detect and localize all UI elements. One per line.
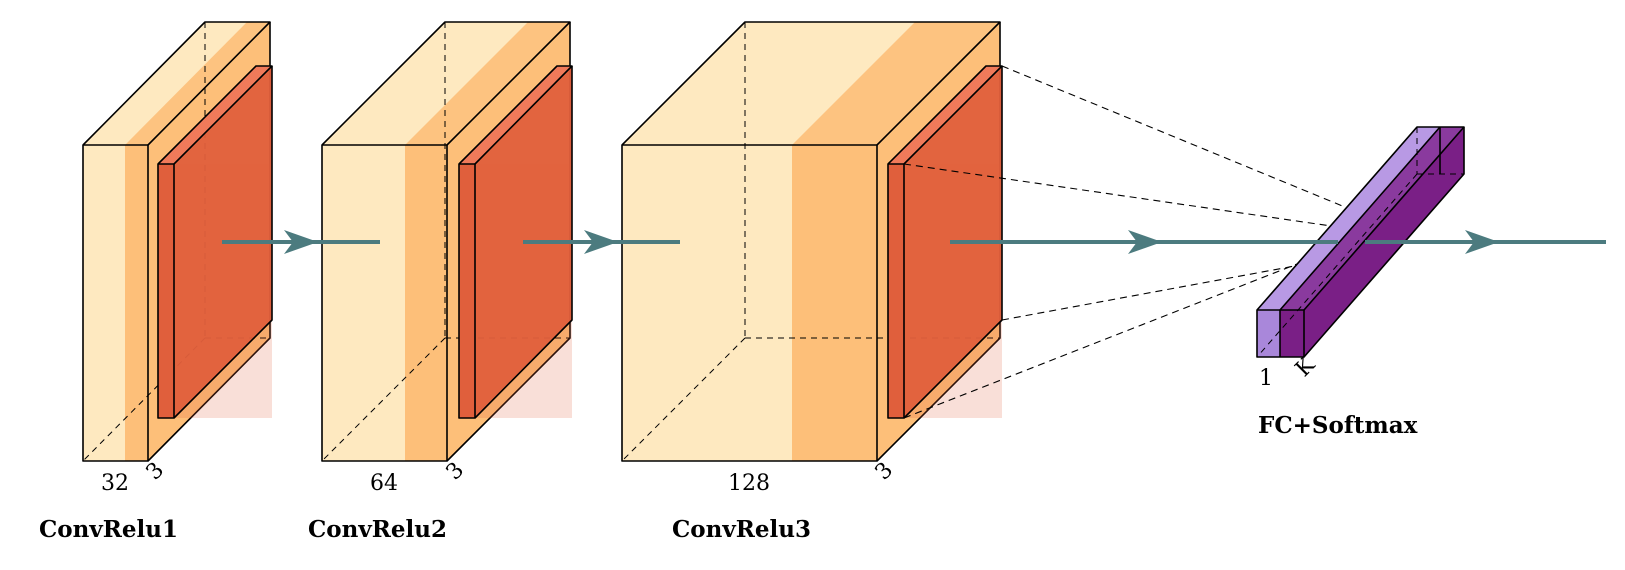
arrow-head-icon — [584, 230, 618, 254]
fc-label-one: 1 — [1259, 366, 1273, 391]
conv-block-2-width-label: 64 — [370, 471, 398, 496]
arrow-head-icon — [284, 230, 318, 254]
fc-dark-front — [1280, 310, 1304, 357]
projection-lines — [903, 65, 1358, 419]
flow-arrow-1 — [222, 230, 380, 254]
arrow-head-icon — [1465, 230, 1499, 254]
arrow-head-icon — [1128, 230, 1162, 254]
fc-caption: FC+Softmax — [1258, 412, 1418, 439]
conv-block-3-caption: ConvRelu3 — [672, 516, 811, 543]
fc-light-front — [1257, 310, 1280, 357]
relu-slab-2 — [458, 65, 573, 419]
flow-arrow-4 — [1365, 230, 1606, 254]
relu-slab-1-front — [158, 164, 174, 418]
conv-block-2-caption: ConvRelu2 — [308, 516, 447, 543]
relu-slab-2-front — [459, 164, 475, 418]
flow-arrow-2 — [523, 230, 680, 254]
relu-slab-3-front — [888, 164, 904, 418]
conv-block-1-caption: ConvRelu1 — [39, 516, 178, 543]
fc-dark-top — [1280, 127, 1464, 310]
conv-block-1-width-label: 32 — [101, 471, 129, 496]
conv-block-3-width-label: 128 — [728, 471, 770, 496]
flow-arrow-3 — [950, 230, 1338, 254]
fc-light-top — [1257, 127, 1440, 310]
